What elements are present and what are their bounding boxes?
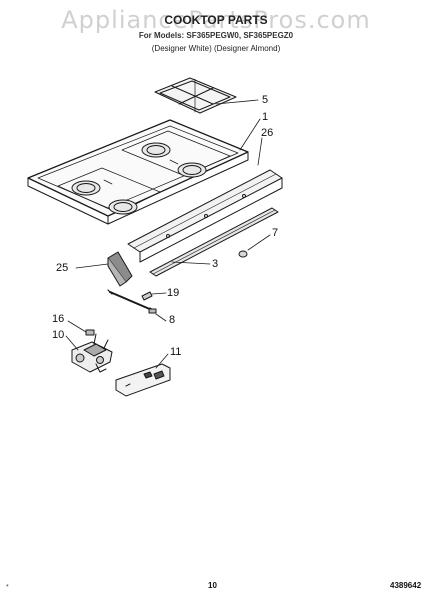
document-number: 4389642 <box>390 581 422 590</box>
corner-mark: * <box>6 584 9 591</box>
grate-part-5 <box>154 77 237 114</box>
valve-assembly-part-10 <box>71 333 113 373</box>
callout-10: 10 <box>52 329 65 341</box>
model-numbers: For Models: SF365PEGW0, SF365PEGZ0 <box>138 31 294 40</box>
callout-8: 8 <box>169 314 176 326</box>
screw-part-16 <box>85 329 95 336</box>
leader-lines <box>65 99 271 369</box>
callout-25: 25 <box>56 262 69 274</box>
watermark-text: AppliancePartsPros.com <box>61 6 371 34</box>
manifold-panel-part-26 <box>127 169 283 263</box>
color-variants: (Designer White) (Designer Almond) <box>151 44 281 53</box>
cooktop-part-1 <box>27 119 249 225</box>
callout-7: 7 <box>272 227 279 239</box>
mounting-plate-part-11 <box>115 363 171 397</box>
callout-16: 16 <box>52 313 65 325</box>
callout-11: 11 <box>170 346 182 358</box>
bracket-part-25 <box>107 251 133 287</box>
callout-5: 5 <box>262 94 269 106</box>
callout-19: 19 <box>167 287 180 299</box>
electrode-part-8 <box>107 289 157 314</box>
clip-part-19 <box>141 291 153 301</box>
page-number: 10 <box>208 581 217 590</box>
callout-3: 3 <box>212 258 219 270</box>
diagram-title: COOKTOP PARTS <box>164 13 268 27</box>
callout-1: 1 <box>262 111 269 123</box>
trim-strip-part-3 <box>149 207 279 277</box>
callout-26: 26 <box>261 127 274 139</box>
round-part-7 <box>238 250 248 258</box>
